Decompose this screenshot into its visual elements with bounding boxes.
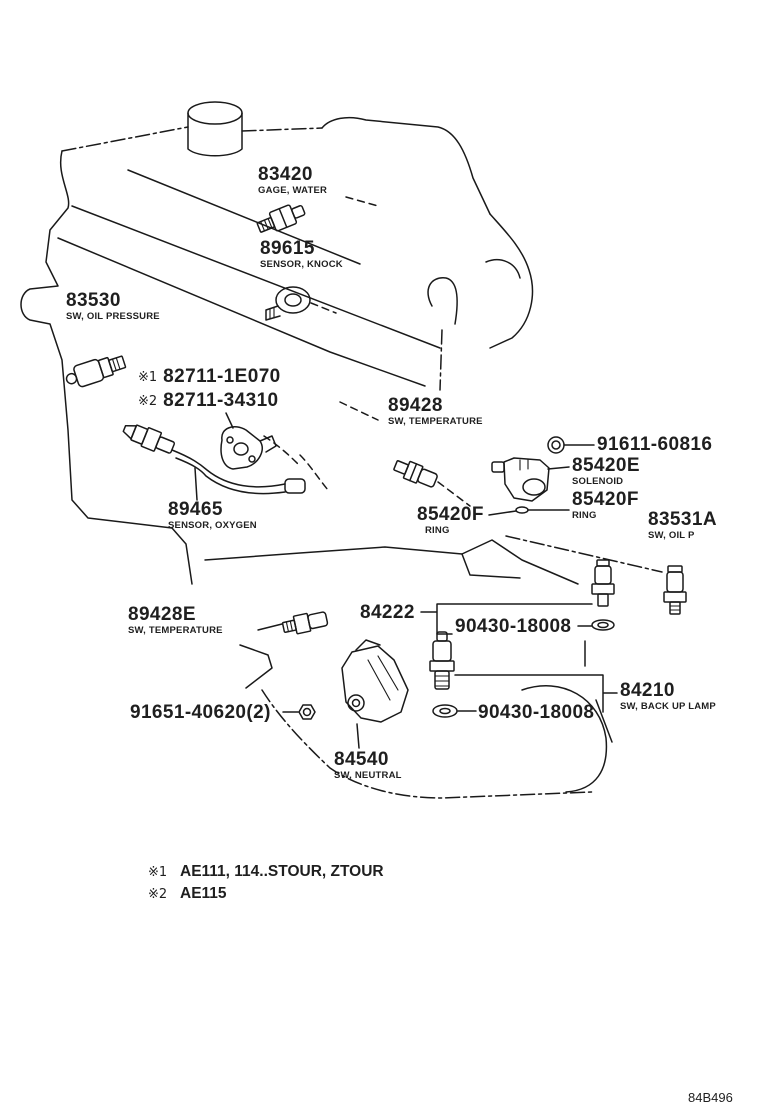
leader-line-89428 — [437, 481, 471, 507]
part-number: 90430-18008 — [478, 702, 595, 723]
footnote-1: ※1 AE111, 114..STOUR, ZTOUR — [148, 863, 384, 881]
part-number: 82711-34310 — [163, 390, 279, 411]
leader-line-85420f-left — [488, 510, 517, 516]
label-85420f-right: 85420F RING — [572, 489, 639, 522]
oil-pressure-switch-83530 — [65, 355, 127, 388]
label-82711-1e070: ※1 82711-1E070 — [138, 367, 281, 387]
leader-line-flange — [263, 435, 301, 467]
leader-line-84540 — [356, 723, 360, 749]
label-83531a: 83531A SW, OIL P — [648, 509, 717, 542]
oil-pressure-switch-83531a — [663, 565, 687, 615]
part-number: 82711-1E070 — [163, 366, 281, 387]
label-85420e: 85420E SOLENOID — [572, 455, 640, 488]
part-number: 84222 — [360, 602, 415, 623]
washer-90430-18008-upper — [591, 619, 615, 631]
ring-85420f — [515, 506, 529, 514]
washer-91611-60816 — [547, 436, 565, 454]
label-89615: 89615 SENSOR, KNOCK — [260, 238, 343, 271]
footnote-text: AE111, 114..STOUR, ZTOUR — [180, 863, 384, 880]
part-number: 83420 — [258, 164, 313, 185]
reference-mark: ※1 — [138, 369, 158, 385]
part-name: RING — [572, 510, 597, 521]
label-84222: 84222 — [360, 603, 415, 623]
part-name: GAGE, WATER — [258, 185, 328, 196]
part-name: SW, TEMPERATURE — [128, 625, 223, 636]
footnote-text: AE115 — [180, 885, 227, 902]
label-82711-34310: ※2 82711-34310 — [138, 391, 279, 411]
footnote-2: ※2 AE115 — [148, 885, 227, 903]
water-temperature-gauge-83420 — [256, 204, 306, 233]
label-83530: 83530 SW, OIL PRESSURE — [66, 290, 160, 323]
engine-outline — [20, 101, 613, 799]
part-number: 84540 — [334, 749, 389, 770]
part-number: 89615 — [260, 238, 315, 259]
label-91651-40620: 91651-40620(2) — [130, 703, 271, 723]
part-name: SW, OIL PRESSURE — [66, 311, 160, 322]
label-84210: 84210 SW, BACK UP LAMP — [620, 680, 716, 713]
part-name: SW, BACK UP LAMP — [620, 701, 716, 712]
part-number: 91611-60816 — [597, 434, 713, 455]
drawing-code: 84B496 — [688, 1090, 733, 1105]
label-84540: 84540 SW, NEUTRAL — [334, 749, 402, 782]
label-89428e: 89428E SW, TEMPERATURE — [128, 604, 223, 637]
leader-line-83531a — [505, 535, 663, 573]
knock-sensor-89615 — [265, 286, 311, 321]
nut-91651-40620 — [298, 704, 316, 720]
part-name: SW, OIL P — [648, 530, 695, 541]
part-number: 85420E — [572, 455, 640, 476]
part-number: 90430-18008 — [455, 616, 572, 637]
part-number: 83531A — [648, 509, 717, 530]
label-91611-60816: 91611-60816 — [597, 435, 712, 455]
leader-line-83420 — [345, 196, 379, 207]
leader-line-89615 — [310, 302, 337, 314]
part-number: 89428 — [388, 395, 443, 416]
leader-bracket-84210 — [454, 674, 618, 713]
leader-line-89465 — [194, 467, 198, 501]
part-name: RING — [425, 525, 450, 536]
label-90430-18008-lower: 90430-18008 — [478, 703, 594, 723]
oil-pressure-switch-84222 — [591, 559, 615, 607]
label-83420: 83420 GAGE, WATER — [258, 164, 328, 197]
label-85420f-left: 85420F RING — [417, 504, 484, 537]
footnote-mark: ※1 — [148, 864, 168, 880]
leader-line-89428e — [257, 623, 283, 631]
part-name: SW, TEMPERATURE — [388, 416, 483, 427]
leader-line-82711 — [225, 412, 234, 429]
reference-mark: ※2 — [138, 393, 158, 409]
leader-bracket-84222 — [420, 603, 593, 635]
label-90430-18008-upper: 90430-18008 — [455, 617, 571, 637]
solenoid-85420e — [491, 457, 550, 502]
leader-line-85420e — [547, 466, 570, 470]
leader-lines — [194, 196, 663, 749]
washer-90430-18008-lower — [432, 704, 458, 718]
oxygen-sensor-89465 — [122, 424, 306, 495]
part-number: 85420F — [572, 489, 639, 510]
part-number: 84210 — [620, 680, 675, 701]
part-number: 83530 — [66, 290, 121, 311]
neutral-start-switch-84540 — [341, 639, 409, 723]
part-name: SOLENOID — [572, 476, 624, 487]
part-number: 91651-40620(2) — [130, 702, 271, 723]
temperature-switch-89428 — [393, 460, 438, 488]
footnote-mark: ※2 — [148, 886, 168, 902]
label-89465: 89465 SENSOR, OXYGEN — [168, 499, 257, 532]
exhaust-flange-82711 — [220, 426, 277, 470]
temperature-switch-89428e — [281, 611, 329, 635]
part-name: SENSOR, KNOCK — [260, 259, 343, 270]
part-number: 85420F — [417, 504, 484, 525]
label-89428: 89428 SW, TEMPERATURE — [388, 395, 483, 428]
part-name: SENSOR, OXYGEN — [168, 520, 257, 531]
back-up-lamp-switch-84210 — [429, 631, 455, 690]
part-number: 89465 — [168, 499, 223, 520]
part-number: 89428E — [128, 604, 196, 625]
part-name: SW, NEUTRAL — [334, 770, 402, 781]
